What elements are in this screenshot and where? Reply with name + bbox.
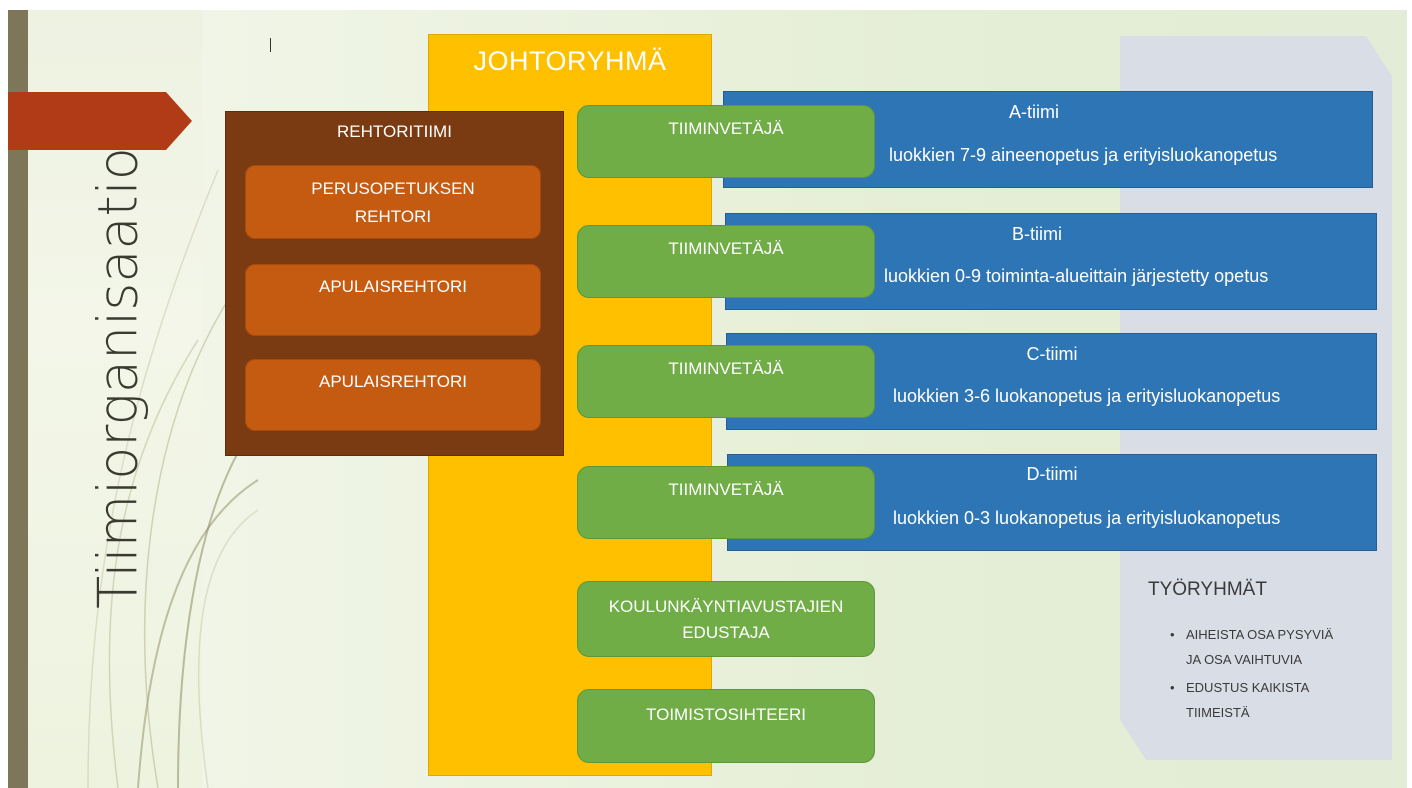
box-label-line: TIIMINVETÄJÄ xyxy=(668,359,784,378)
box-label-line: APULAISREHTORI xyxy=(318,277,467,296)
list-item: • AIHEISTA OSA PYSYVIÄ JA OSA VAIHTUVIA xyxy=(1168,622,1368,672)
box-label-line: EDUSTAJA xyxy=(682,623,770,642)
red-arrow-shape xyxy=(8,92,192,150)
bullet-icon: • xyxy=(1170,680,1175,695)
team-c-name: C-tiimi xyxy=(1026,344,1078,364)
left-accent-bar xyxy=(8,10,28,788)
box-label-line: PERUSOPETUKSEN xyxy=(311,179,475,198)
team-b-description: luokkien 0-9 toiminta-alueittain järjest… xyxy=(884,266,1269,286)
koulunkayntiavustajien-edustaja-box: KOULUNKÄYNTIAVUSTAJIEN EDUSTAJA xyxy=(577,581,875,657)
tiiminvetaja-box-c: TIIMINVETÄJÄ xyxy=(577,345,875,418)
toimistosihteeri-box: TOIMISTOSIHTEERI xyxy=(577,689,875,763)
tyoryhmat-title: TYÖRYHMÄT xyxy=(1148,579,1267,600)
team-a-description: luokkien 7-9 aineenopetus ja erityisluok… xyxy=(889,145,1278,165)
johtoryhma-title: JOHTORYHMÄ xyxy=(473,46,667,76)
tiiminvetaja-box-a: TIIMINVETÄJÄ xyxy=(577,105,875,178)
tiiminvetaja-box-d: TIIMINVETÄJÄ xyxy=(577,466,875,539)
text-cursor xyxy=(270,38,271,52)
list-item-line: TIIMEISTÄ xyxy=(1186,705,1250,720)
box-label-line: TIIMINVETÄJÄ xyxy=(668,239,784,258)
perusopetuksen-rehtori-box: PERUSOPETUKSEN REHTORI xyxy=(245,165,541,239)
list-item: • EDUSTUS KAIKISTA TIIMEISTÄ xyxy=(1168,675,1368,725)
list-item-line: JA OSA VAIHTUVIA xyxy=(1186,652,1303,667)
team-a-name: A-tiimi xyxy=(1009,102,1059,122)
apulaisrehtori-box-1: APULAISREHTORI xyxy=(245,264,541,336)
tiiminvetaja-box-b: TIIMINVETÄJÄ xyxy=(577,225,875,298)
team-b-name: B-tiimi xyxy=(1012,224,1062,244)
team-c-description: luokkien 3-6 luokanopetus ja erityisluok… xyxy=(893,386,1281,406)
bullet-icon: • xyxy=(1170,627,1175,642)
box-label-line: KOULUNKÄYNTIAVUSTAJIEN xyxy=(608,597,844,616)
box-label-line: APULAISREHTORI xyxy=(318,372,467,391)
team-d-description: luokkien 0-3 luokanopetus ja erityisluok… xyxy=(893,508,1281,528)
box-label-line: REHTORI xyxy=(354,207,432,226)
list-item-line: EDUSTUS KAIKISTA xyxy=(1186,680,1310,695)
box-label-line: TOIMISTOSIHTEERI xyxy=(646,705,806,724)
box-label-line: TIIMINVETÄJÄ xyxy=(668,480,784,499)
tyoryhmat-list: • AIHEISTA OSA PYSYVIÄ JA OSA VAIHTUVIA … xyxy=(1168,622,1368,728)
rehtoritiimi-title: REHTORITIIMI xyxy=(337,122,452,141)
team-d-name: D-tiimi xyxy=(1026,464,1078,484)
slide-title: Tiimiorganisaatio xyxy=(86,147,150,609)
box-label-line: TIIMINVETÄJÄ xyxy=(668,119,784,138)
list-item-line: AIHEISTA OSA PYSYVIÄ xyxy=(1186,627,1334,642)
apulaisrehtori-box-2: APULAISREHTORI xyxy=(245,359,541,431)
